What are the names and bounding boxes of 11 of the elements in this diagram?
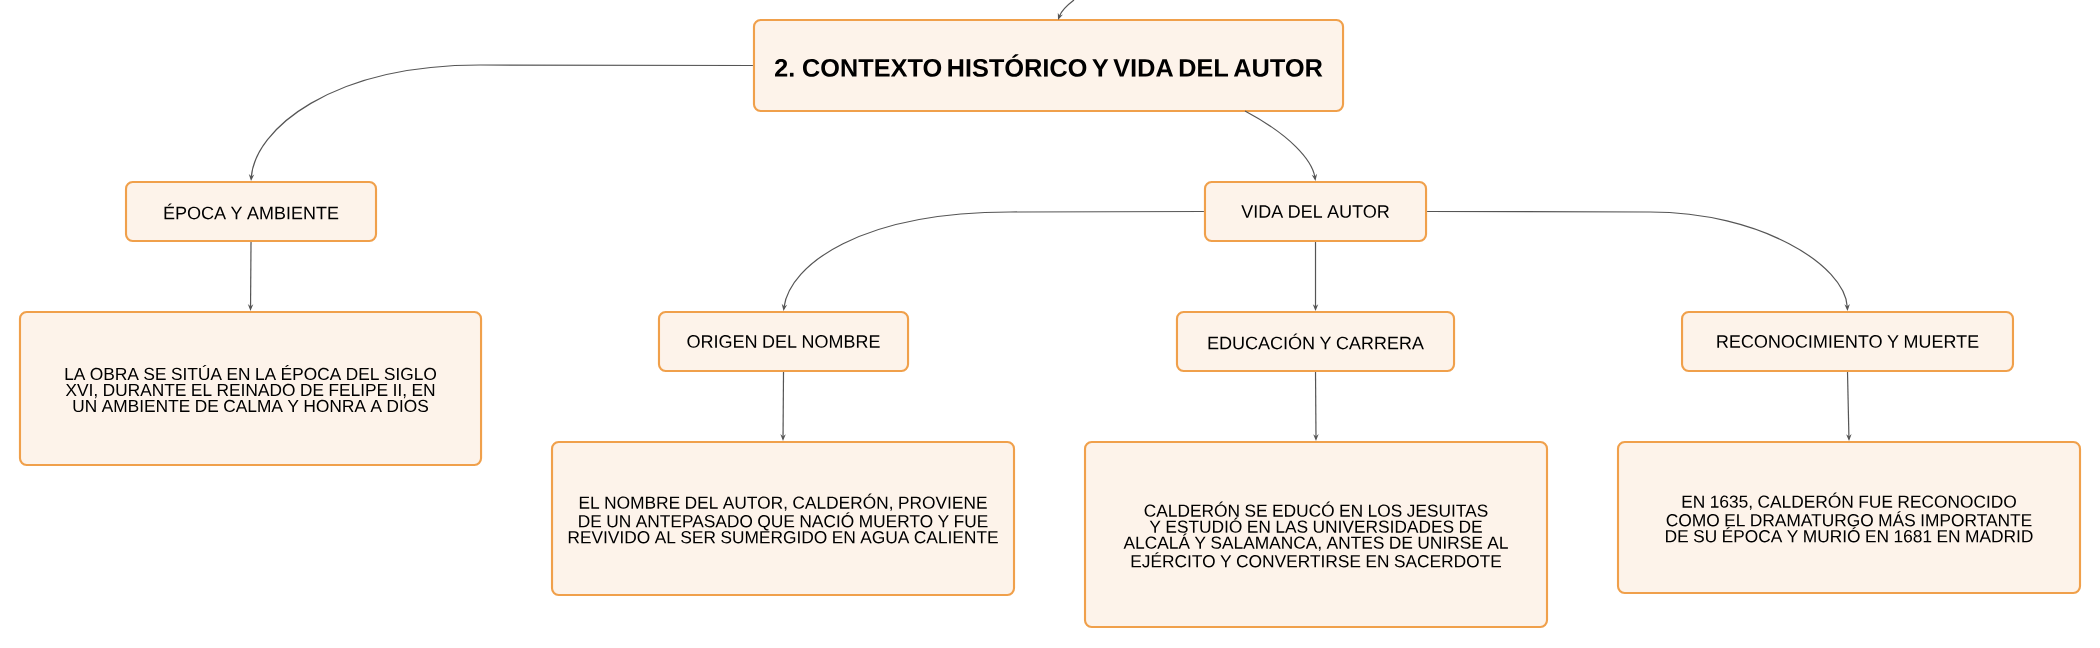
topic-box: ORIGEN DEL NOMBRE (657, 310, 910, 373)
description-box: LA OBRA SE SITÚA EN LA ÉPOCA DEL SIGLO XVI, DURANTE EL REINADO DE FELIPE II, EN UN AMBIENTE DE CALMA Y HONRA A DIOS (18, 310, 483, 467)
topic-box: EDUCACIÓN Y CARRERA (1175, 310, 1456, 373)
topic-box: VIDA DEL AUTOR (1203, 180, 1428, 243)
description-box: EL NOMBRE DEL AUTOR, CALDERÓN, PROVIENE DE UN ANTEPASADO QUE NACIÓ MUERTO Y FUE REVIVIDO AL SER SUMERGIDO EN AGUA CALIENTE (550, 440, 1016, 597)
topic-box: RECONOCIMIENTO Y MUERTE (1680, 310, 2015, 373)
topic-box: ÉPOCA Y AMBIENTE (124, 180, 378, 243)
description-box: EN 1635, CALDERÓN FUE RECONOCIDO COMO EL DRAMATURGO MÁS IMPORTANTE DE SU ÉPOCA Y MURIÓ EN 1681 EN MADRID (1616, 440, 2082, 595)
description-box: CALDERÓN SE EDUCÓ EN LOS JESUITAS Y ESTUDIÓ EN LAS UNIVERSIDADES DE ALCALÁ Y SALAMANCA, ANTES DE UNIRSE AL EJÉRCITO Y CONVERTIRSE EN SACERDOTE (1083, 440, 1549, 629)
title-box: 2. CONTEXTO HISTÓRICO Y VIDA DEL AUTOR (752, 18, 1345, 113)
arrow (1057, 0, 1075, 20)
